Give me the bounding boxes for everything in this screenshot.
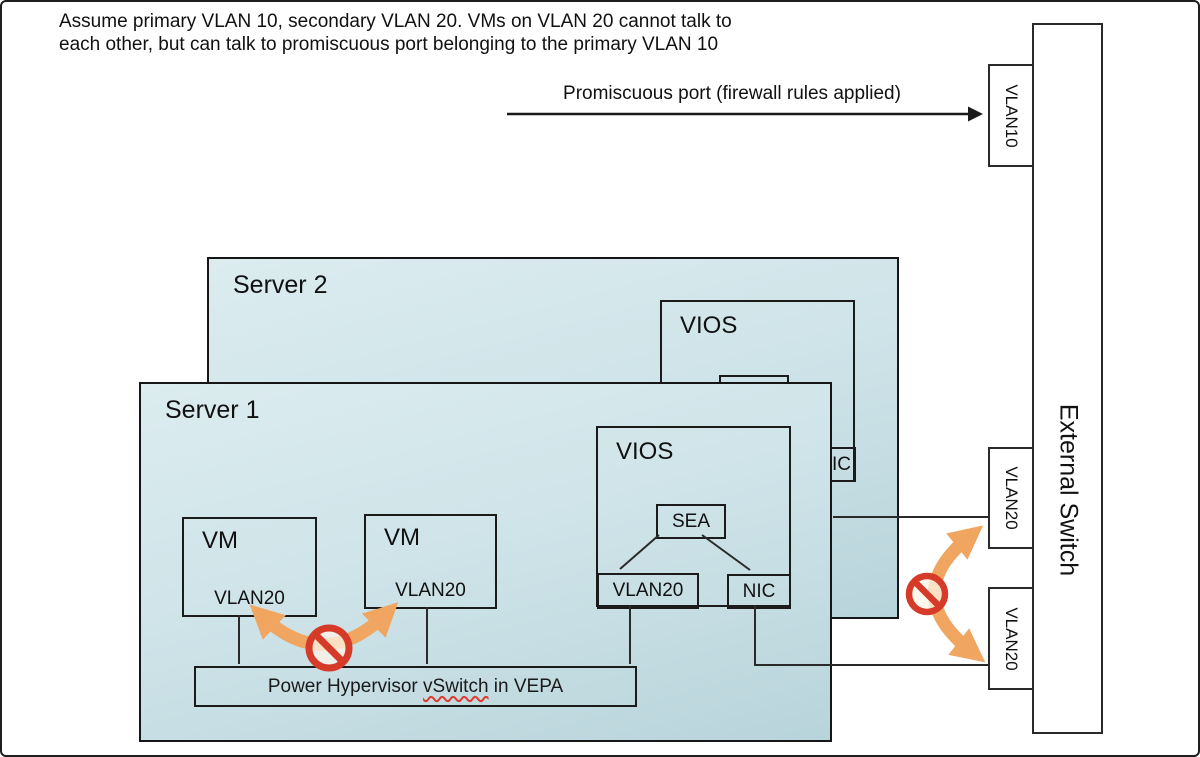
server1-vm2-title: VM <box>384 524 420 551</box>
server1-vios-box: VIOS SEA VLAN20 NIC <box>596 426 791 609</box>
hypervisor-vswitch-box: Power Hypervisor vSwitch in VEPA <box>194 666 637 707</box>
server2-vios-title: VIOS <box>680 312 738 339</box>
server1-sea-label: SEA <box>671 510 711 532</box>
server1-vm1-box: VM VLAN20 <box>182 517 317 617</box>
vswitch-label-prefix: Power Hypervisor <box>267 675 418 697</box>
port-vlan20-bottom-label: VLAN20 <box>1002 606 1021 671</box>
server1-sea-box: SEA <box>656 504 726 539</box>
no-entry-icon <box>905 572 949 616</box>
external-switch-box: External Switch <box>1032 23 1103 734</box>
port-vlan20-top-label: VLAN20 <box>1002 466 1021 530</box>
port-vlan10-label: VLAN10 <box>1002 83 1021 148</box>
server1-title: Server 1 <box>165 396 260 424</box>
external-switch-label: External Switch <box>1054 403 1082 577</box>
port-vlan20-bottom-box: VLAN20 <box>988 587 1034 690</box>
server1-vios-vlan-box: VLAN20 <box>597 573 699 609</box>
blocked-port-to-port-arrow <box>928 525 986 663</box>
server1-nic-box: NIC <box>727 574 791 609</box>
heading-line-2: each other, but can talk to promiscuous … <box>59 34 719 55</box>
heading-line-1: Assume primary VLAN 10, secondary VLAN 2… <box>59 11 732 32</box>
vswitch-label-misspelled-word: vSwitch <box>423 675 489 697</box>
server1-vm1-vlan-label: VLAN20 <box>214 588 285 609</box>
hypervisor-vswitch-label: Power Hypervisor vSwitch in VEPA <box>196 668 635 705</box>
server1-box: Server 1 VM VLAN20 VM VLAN20 VIOS SEA VL… <box>139 382 832 742</box>
vswitch-label-suffix: in VEPA <box>493 675 564 697</box>
server1-vios-title: VIOS <box>616 438 674 465</box>
diagram-heading: Assume primary VLAN 10, secondary VLAN 2… <box>59 10 732 56</box>
server2-title: Server 2 <box>233 271 328 299</box>
server1-nic-label: NIC <box>742 580 776 602</box>
server1-vm2-box: VM VLAN20 <box>364 514 497 609</box>
server1-vm2-vlan-label: VLAN20 <box>395 580 466 601</box>
port-vlan10-box: VLAN10 <box>988 64 1034 167</box>
server1-vios-vlan-label: VLAN20 <box>612 580 684 601</box>
server1-vm1-title: VM <box>202 527 238 554</box>
promiscuous-port-label: Promiscuous port (firewall rules applied… <box>563 83 901 104</box>
port-vlan20-top-box: VLAN20 <box>988 447 1034 549</box>
